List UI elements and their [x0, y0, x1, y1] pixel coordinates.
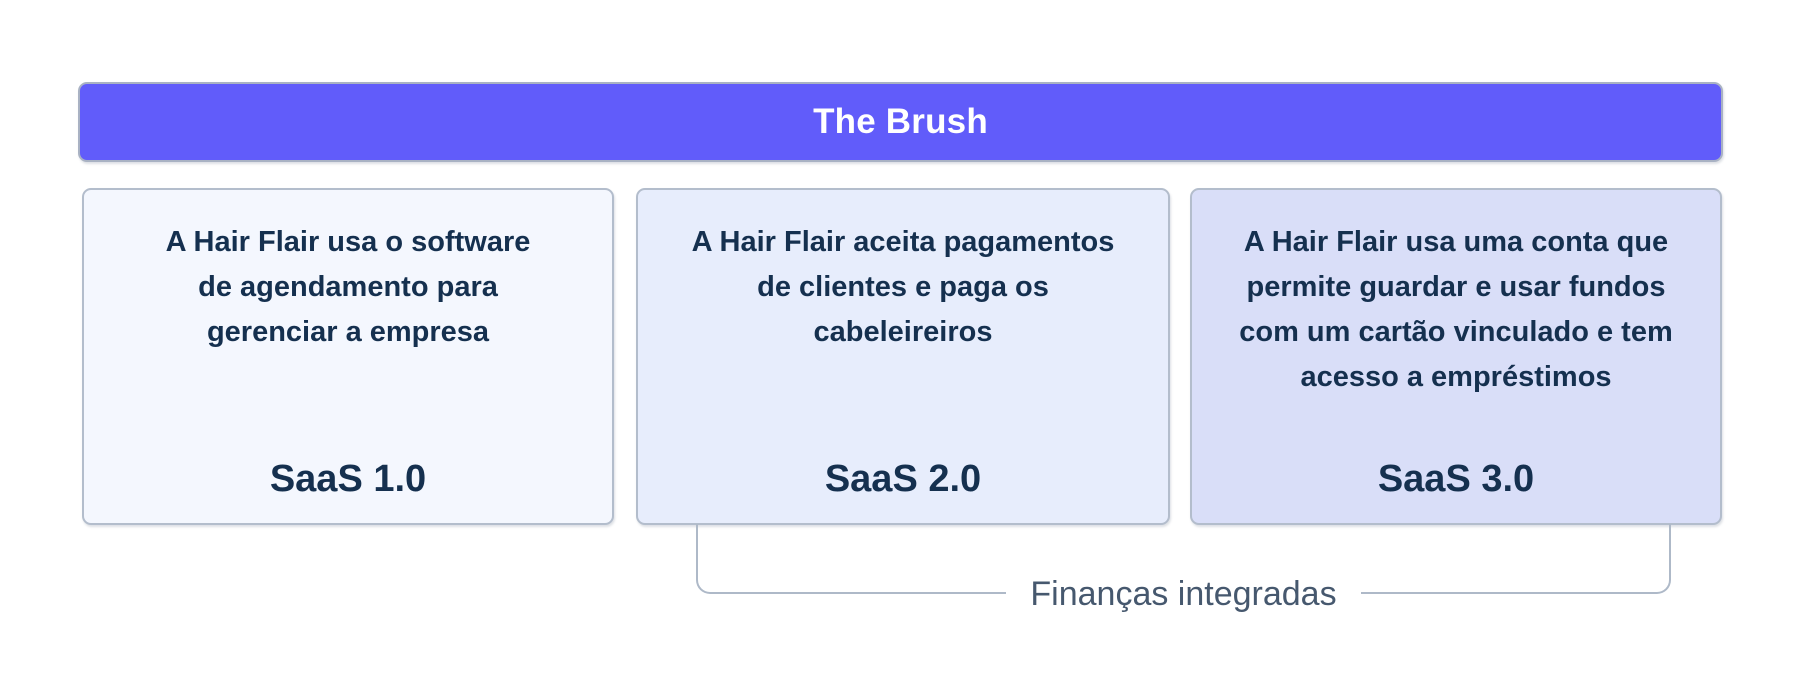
card-saas-2-description: A Hair Flair aceita pagamentos de client… [691, 226, 1115, 348]
card-saas-1-stage-label: SaaS 1.0 [269, 458, 427, 500]
card-saas-1-description: A Hair Flair usa o software de agendamen… [165, 226, 531, 348]
integrated-finance-bracket: Finanças integradas [696, 524, 1671, 613]
card-saas-2-stage-label: SaaS 2.0 [824, 458, 982, 500]
card-saas-3: A Hair Flair usa uma conta que permite g… [1190, 188, 1722, 525]
header-bar: The Brush [78, 82, 1723, 162]
card-saas-3-description: A Hair Flair usa uma conta que permite g… [1239, 226, 1673, 393]
page-title: The Brush [813, 102, 988, 141]
bracket-left-line [696, 524, 1007, 594]
bracket-right-line [1360, 524, 1671, 594]
card-saas-3-stage-label: SaaS 3.0 [1377, 458, 1535, 500]
card-saas-2: A Hair Flair aceita pagamentos de client… [636, 188, 1170, 525]
card-saas-1: A Hair Flair usa o software de agendamen… [82, 188, 614, 525]
bracket-label: Finanças integradas [1030, 575, 1337, 613]
